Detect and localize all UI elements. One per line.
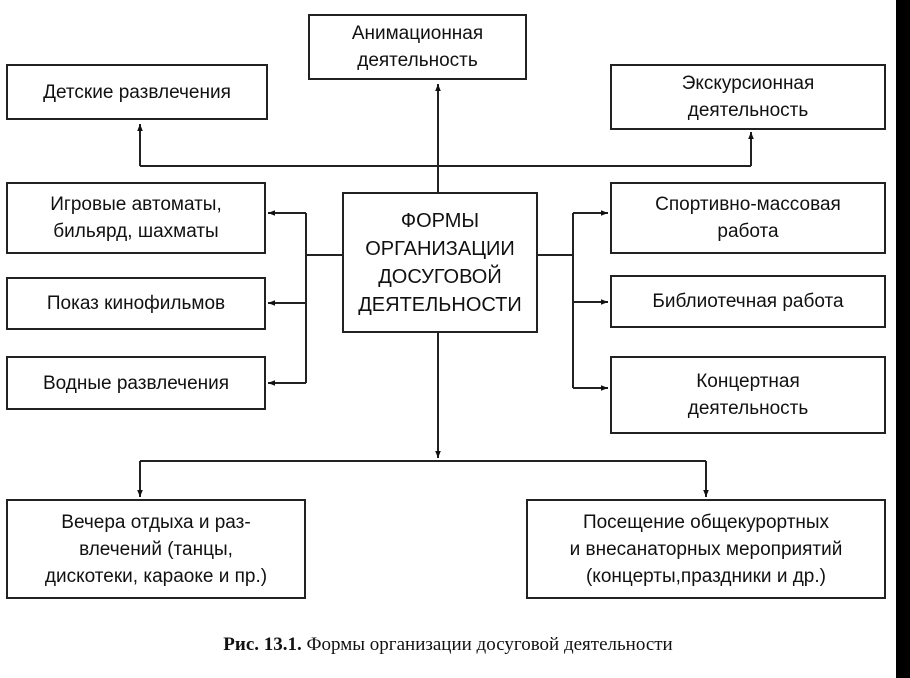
box-film-screening: Показ кинофильмов [6, 277, 266, 330]
box-water-label: Водные развлечения [42, 372, 230, 394]
box-slot-label: Игровые автоматы, бильярд, шахматы [50, 194, 222, 242]
box-library: Библиотечная работа [610, 275, 886, 328]
box-library-label: Библиотечная работа [652, 291, 844, 312]
box-slot-machines: Игровые автоматы, бильярд, шахматы [6, 182, 266, 254]
figure-caption: Рис. 13.1. Формы организации досуговой д… [0, 634, 896, 656]
caption-label: Рис. 13.1. [223, 634, 302, 655]
box-concert-label: Концертная деятельность [687, 371, 809, 419]
box-sport-label: Спортивно-массовая работа [655, 194, 841, 242]
right-dark-edge [896, 0, 910, 678]
box-resort-label: Посещение общекурортных и внесанаторных … [569, 511, 843, 587]
box-evenings: Вечера отдыха и раз- влечений (танцы, ди… [6, 499, 306, 599]
box-children-label: Детские развлечения [43, 81, 231, 103]
box-center-forms: ФОРМЫ ОРГАНИЗАЦИИ ДОСУГОВОЙ ДЕЯТЕЛЬНОСТИ [342, 192, 538, 333]
box-water-entertainment: Водные развлечения [6, 356, 266, 410]
box-animation-label: Анимационная деятельность [351, 23, 484, 71]
box-evenings-label: Вечера отдыха и раз- влечений (танцы, ди… [44, 511, 268, 587]
box-concert: Концертная деятельность [610, 356, 886, 434]
box-excursion: Экскурсионная деятельность [610, 64, 886, 130]
box-sport-mass: Спортивно-массовая работа [610, 182, 886, 254]
box-resort-events: Посещение общекурортных и внесанаторных … [526, 499, 886, 599]
box-animation: Анимационная деятельность [308, 14, 527, 80]
box-children-entertainment: Детские развлечения [6, 64, 268, 120]
box-excursion-label: Экскурсионная деятельность [681, 73, 815, 121]
caption-text: Формы организации досуговой деятельности [306, 634, 673, 655]
box-center-label: ФОРМЫ ОРГАНИЗАЦИИ ДОСУГОВОЙ ДЕЯТЕЛЬНОСТИ [358, 209, 522, 316]
box-films-label: Показ кинофильмов [46, 293, 226, 314]
